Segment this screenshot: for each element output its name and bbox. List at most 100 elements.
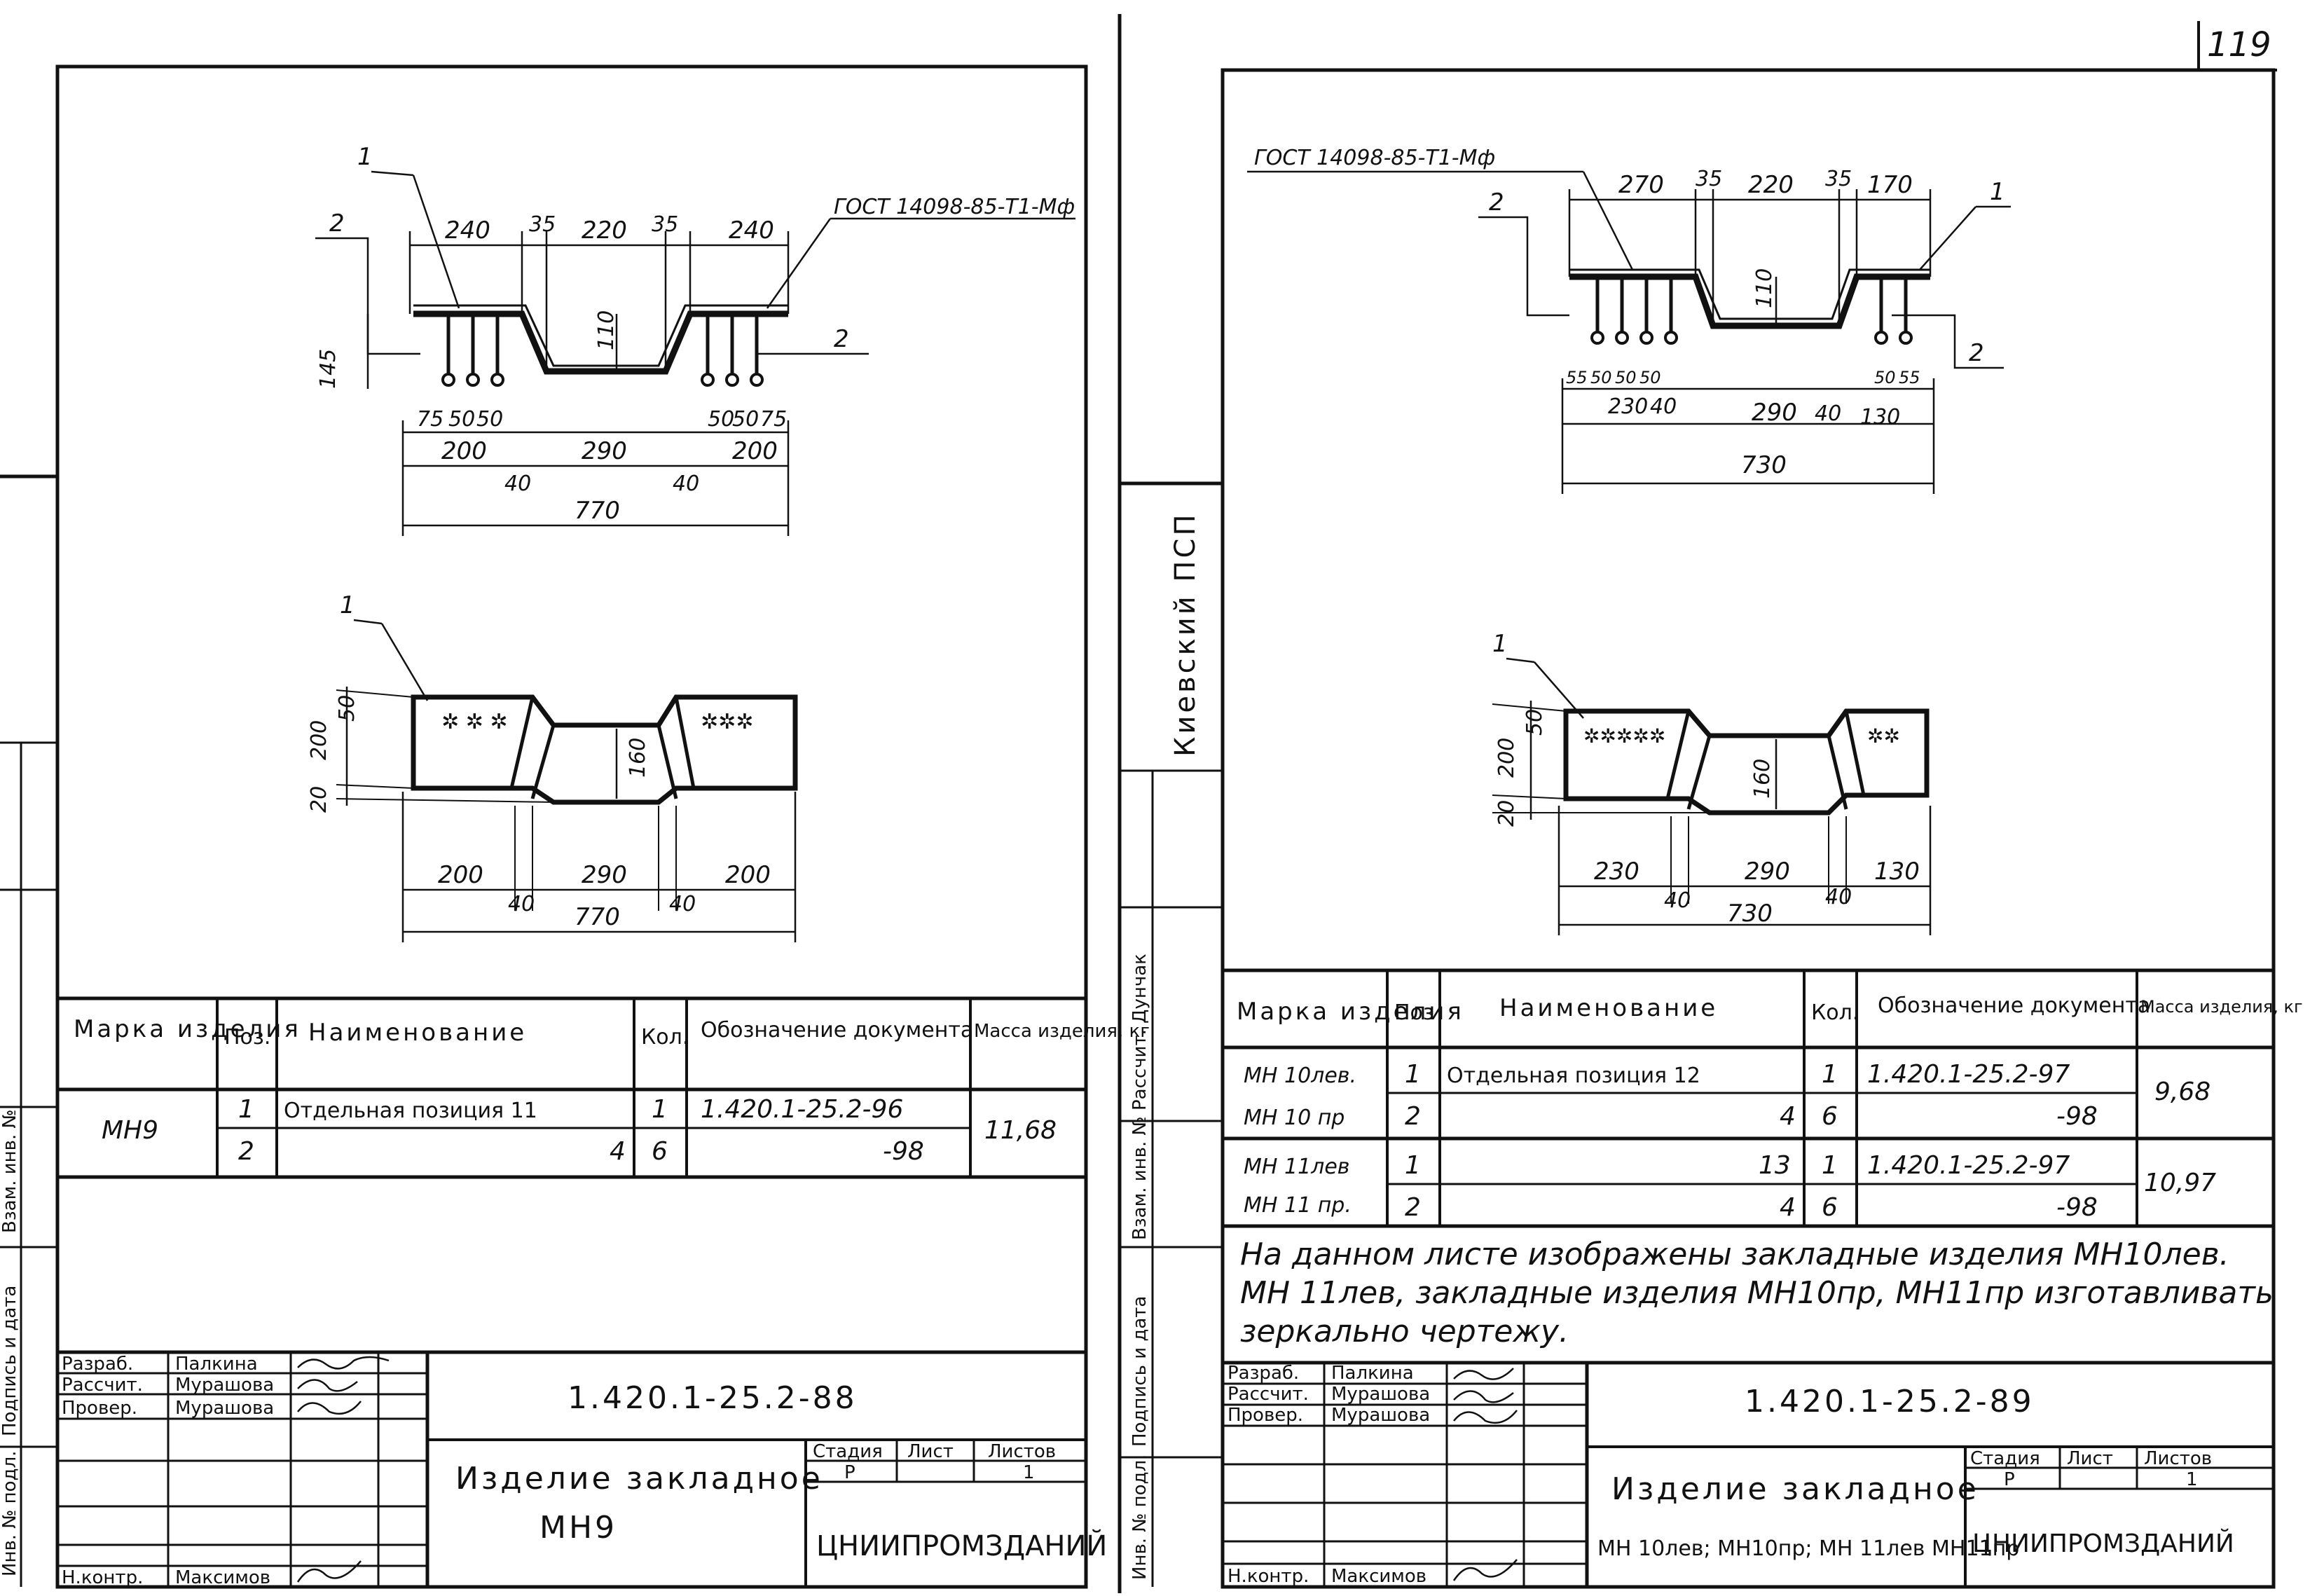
rs-role-3: Н.контр. <box>1228 1566 1309 1587</box>
plan-dim-b0: 200 <box>438 861 483 889</box>
rs-name-1: Мурашова <box>1331 1384 1430 1405</box>
rs-stage-l1: Лист <box>2067 1448 2113 1469</box>
left-frame <box>55 64 1088 1589</box>
side-label-sign: Подпись и дата <box>0 1286 20 1436</box>
ls-role-0: Разраб. <box>62 1354 133 1375</box>
r-mid-4: 130 <box>1860 405 1900 429</box>
gost-label-left: ГОСТ 14098-85-Т1-Мф <box>834 195 1075 219</box>
r-dim-top-3: 35 <box>1825 167 1852 191</box>
plan-callout-1: 1 <box>340 591 355 619</box>
ls-name-0: Палкина <box>175 1354 258 1375</box>
lt-r0-qty: 1 <box>652 1095 668 1124</box>
r-plan-b1: 290 <box>1745 858 1790 886</box>
lt-mass: 11,68 <box>984 1116 1057 1145</box>
rside-calc: Рассчит. Дунчак <box>1129 954 1150 1110</box>
plan-gap-0: 40 <box>508 892 535 916</box>
dim-top-4: 240 <box>729 216 774 245</box>
r-anc-l3: 50 <box>1639 368 1661 387</box>
lt-mark: МН9 <box>102 1116 158 1145</box>
right-spec-table: Марка изделия Поз Наименование Кол. Обоз… <box>1223 968 2303 1228</box>
svg-text:✲✲: ✲✲ <box>1867 724 1900 748</box>
rs-title-1: Изделие закладное <box>1611 1471 1979 1507</box>
rs-name-2: Мурашова <box>1331 1405 1430 1426</box>
rt-g1-r1-name: 4 <box>1780 1193 1796 1222</box>
r-anc-r1: 55 <box>1899 368 1920 387</box>
ls-name-1: Мурашова <box>175 1375 274 1396</box>
r-dim-depth: 110 <box>1752 268 1777 308</box>
lt-h-mark: Марка изделия <box>74 1015 301 1043</box>
lt-h-doc: Обозначение документа <box>701 1018 973 1043</box>
r-anc-l2: 50 <box>1615 368 1637 387</box>
left-stamp: Разраб. Рассчит. Провер. Н.контр. Палкин… <box>57 1350 1107 1588</box>
lt-r0-doc: 1.420.1-25.2-96 <box>701 1095 903 1124</box>
ls-code: 1.420.1-25.2-88 <box>568 1380 858 1416</box>
r-dim-total: 730 <box>1741 451 1787 479</box>
rs-stage-v0: Р <box>2004 1469 2015 1490</box>
right-plan-view: ✲✲✲✲✲ ✲✲ 1 50 200 20 160 230 290 130 <box>1492 630 1932 935</box>
rs-role-0: Разраб. <box>1228 1363 1299 1384</box>
dim-top-2: 220 <box>582 216 627 245</box>
lt-h-mass: Масса изделия, кг <box>974 1021 1150 1042</box>
dim-mid-1: 290 <box>582 437 627 465</box>
ls-stage-l1: Лист <box>907 1441 954 1462</box>
rs-role-2: Провер. <box>1228 1405 1303 1426</box>
rt-g1-mark1: МН 11 пр. <box>1244 1193 1352 1218</box>
plan-dim-200: 200 <box>307 720 331 760</box>
rs-name-0: Палкина <box>1331 1363 1414 1384</box>
callout-2b: 2 <box>834 325 849 353</box>
right-stamp: Разраб. Рассчит. Провер. Н.контр. Палкин… <box>1223 1361 2274 1587</box>
rt-g0-r0-name: Отдельная позиция 12 <box>1447 1064 1700 1088</box>
svg-text:✲✲✲✲✲: ✲✲✲✲✲ <box>1583 724 1665 748</box>
note-line-1: МН 11лев, закладные изделия МН10пр, МН11… <box>1240 1275 2274 1311</box>
dim-anc-r1: 50 <box>732 407 759 432</box>
rside-sign: Подпись и дата <box>1129 1296 1150 1447</box>
r-plan-b2: 130 <box>1874 858 1920 886</box>
dim-total: 770 <box>575 497 620 525</box>
rt-g0-r1-pos: 2 <box>1405 1102 1421 1131</box>
rs-stage-l0: Стадия <box>1970 1448 2040 1469</box>
r-callout-2a: 2 <box>1489 188 1504 216</box>
dim-mid-0: 200 <box>441 437 487 465</box>
ls-stage-l0: Стадия <box>813 1441 883 1462</box>
r-dim-top-2: 220 <box>1748 171 1794 199</box>
rs-name-3: Максимов <box>1331 1566 1426 1587</box>
r-mid-1: 40 <box>1650 394 1677 419</box>
dim-gap-1: 40 <box>673 472 699 496</box>
page-number-box: 119 <box>2197 21 2277 71</box>
lt-h-name: Наименование <box>308 1019 527 1047</box>
rt-h-name: Наименование <box>1499 994 1718 1022</box>
svg-text:✲✲✲: ✲✲✲ <box>701 710 753 734</box>
lt-h-qty: Кол. <box>641 1025 689 1050</box>
rt-g1-r0-name: 13 <box>1759 1151 1791 1180</box>
ls-name-3: Максимов <box>175 1567 270 1588</box>
dim-mid-2: 200 <box>732 437 778 465</box>
rt-g0-r1-doc: -98 <box>2056 1102 2098 1131</box>
r-dim-top-1: 35 <box>1696 167 1722 191</box>
callout-2a: 2 <box>329 209 345 238</box>
r-mid-2: 290 <box>1752 399 1797 427</box>
ls-name-2: Мурашова <box>175 1398 274 1419</box>
r-anc-l0: 55 <box>1566 368 1588 387</box>
ls-role-2: Провер. <box>62 1398 137 1419</box>
rt-g0-r0-doc: 1.420.1-25.2-97 <box>1867 1060 2070 1089</box>
left-spec-table: Марка изделия Поз. Наименование Кол. Обо… <box>57 996 1150 1179</box>
rt-g0-mass: 9,68 <box>2154 1078 2210 1106</box>
ls-stage-v2: 1 <box>1023 1462 1035 1483</box>
r-callout-2b: 2 <box>1969 339 1984 367</box>
r-plan-b0: 230 <box>1594 858 1639 886</box>
r-mid-3: 40 <box>1815 401 1841 426</box>
rt-g0-r0-qty: 1 <box>1822 1060 1838 1089</box>
rs-stage-l2: Листов <box>2144 1448 2212 1469</box>
rside-kiev: Киевский ПСП <box>1169 511 1202 757</box>
r-plan-total: 730 <box>1727 900 1773 928</box>
rs-org: ЦНИИПРОМЗДАНИЙ <box>1972 1529 2234 1558</box>
r-dim-top-0: 270 <box>1618 171 1664 199</box>
rt-g1-r1-qty: 6 <box>1822 1193 1838 1222</box>
r-callout-1: 1 <box>1990 178 2005 206</box>
r-plan-20: 20 <box>1494 800 1519 827</box>
right-frame <box>1221 68 2276 1589</box>
dim-anc-l2: 50 <box>476 407 503 432</box>
ls-stage-l2: Листов <box>988 1441 1056 1462</box>
rt-g0-mark0: МН 10лев. <box>1244 1064 1356 1088</box>
r-mid-0: 230 <box>1608 394 1648 419</box>
